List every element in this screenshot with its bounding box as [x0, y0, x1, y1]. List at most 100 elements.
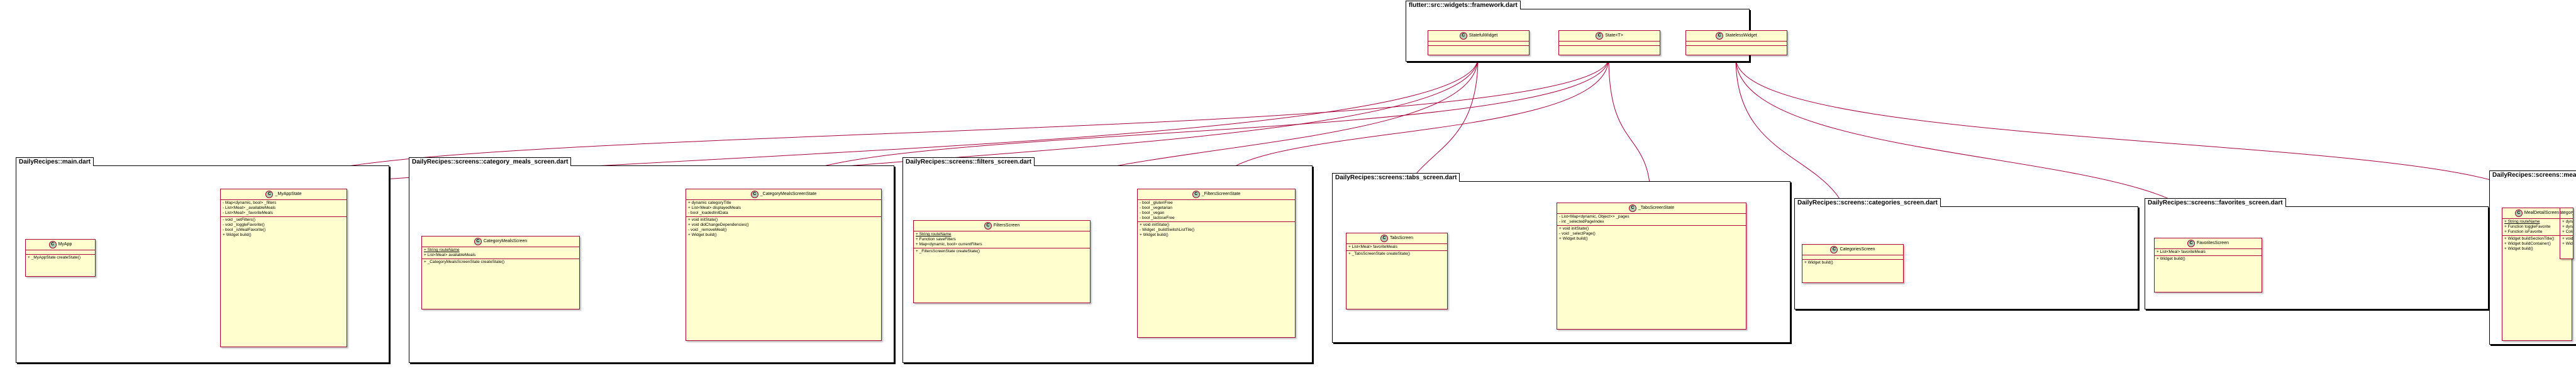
method: + Widget build() [1804, 260, 1833, 265]
methods-section: + void initState()+ void didChangeDepend… [686, 217, 881, 238]
method: + Widget buildContainer() [2504, 242, 2551, 246]
method: - void _setFilters() [223, 218, 256, 222]
package-title: DailyRecipes::screens::categories_screen… [1794, 198, 1941, 207]
method: + Widget build() [688, 233, 717, 237]
methods-section: + Widget buildSectionTitle()+ Widget bui… [2502, 236, 2572, 252]
class-name: TabsScreen [1390, 236, 1413, 240]
method: - void _selectPage() [1559, 231, 1596, 236]
class-header: C_CategoryMealsScreenState [686, 189, 881, 200]
method: + Widget build() [1140, 233, 1169, 237]
fields-section: + List<Meal> favoriteMeals [2155, 249, 2262, 256]
package-title: DailyRecipes::screens::filters_screen.da… [902, 157, 1035, 166]
fields-section: + String routeName+ Function saveFilters… [914, 231, 1090, 248]
method: + _MyAppState createState() [28, 255, 81, 260]
inheritance-line [1215, 57, 1609, 189]
method: + void initState() [688, 218, 718, 222]
class-icon: C [1192, 191, 1200, 198]
methods-section: - void _setFilters()- void _toggleFavori… [221, 217, 347, 238]
class-name: _MyAppState [275, 192, 302, 196]
methods-section: + void selectCategory()+ Widget build() [2560, 236, 2573, 247]
class-icon: C [1830, 246, 1838, 253]
class-icon: C [2187, 240, 2196, 247]
class-name: MyApp [58, 242, 72, 247]
method: + Widget build() [2562, 242, 2573, 246]
method: + void selectCategory() [2562, 237, 2573, 241]
method: + void initState() [1559, 226, 1589, 231]
class-name: CategoryMealsScreen [483, 239, 528, 243]
package-title: DailyRecipes::screens::tabs_screen.dart [1332, 173, 1460, 182]
field: + Function saveFilters [916, 237, 956, 242]
package-title: DailyRecipes::screens::meal_detail_scree… [2489, 170, 2576, 179]
class-filtersscreenstate[interactable]: C_FiltersScreenState- bool _glutenFree- … [1137, 189, 1296, 338]
fields-section: - List<Map<dynamic, Object>> _pages- int… [1557, 214, 1746, 226]
class-categorymealsscreenstate[interactable]: C_CategoryMealsScreenState+ dynamic cate… [686, 189, 882, 341]
method: - Widget _buildSwitchListTile() [1140, 228, 1195, 232]
method: + Widget buildSectionTitle() [2504, 237, 2555, 241]
method: + _CategoryMealsScreenState createState(… [424, 260, 505, 264]
class-categoryitem[interactable]: CCategoryItem+ dynamic id+ dynamic title… [2560, 208, 2573, 259]
field: - List<Meal> _availableMeals [223, 206, 276, 210]
inheritance-line [1735, 57, 2537, 208]
methods-section: + Widget build() [2155, 256, 2262, 262]
class-icon: C [984, 222, 992, 230]
class-icon: C [2514, 209, 2523, 217]
class-name: StatelessWidget [1725, 33, 1757, 38]
package-title: flutter::src::widgets::framework.dart [1406, 1, 1521, 9]
field: - bool _vegetarian [1140, 206, 1173, 210]
method: + Widget build() [1559, 237, 1588, 241]
field: + List<Meal> availableMeals [424, 253, 476, 257]
class-myappstate[interactable]: C_MyAppState - Map<dynamic, bool> _filter… [220, 189, 347, 347]
fields-section [1802, 255, 1903, 260]
field: + List<Meal> displayedMeals [688, 206, 741, 210]
methods-section [1559, 46, 1660, 50]
class-name: StatefulWidget [1468, 33, 1498, 38]
method: + _TabsScreenState createState() [1348, 252, 1411, 256]
methods-section [1686, 46, 1787, 50]
class-name: FiltersScreen [993, 223, 1020, 228]
fields-section [1559, 42, 1660, 46]
method: + void initState() [1140, 223, 1170, 227]
fields-section [1686, 42, 1787, 46]
fields-section [26, 250, 95, 255]
class-tabsscreenstate[interactable]: C_TabsScreenState- List<Map<dynamic, Obj… [1557, 203, 1746, 330]
field: - bool _glutenFree [1140, 201, 1173, 205]
class-header: C_TabsScreenState [1557, 203, 1746, 214]
methods-section: + void initState()- Widget _buildSwitchL… [1138, 222, 1295, 238]
field: + Function toggleFavorite [2504, 225, 2551, 229]
field: + dynamic id [2562, 220, 2573, 224]
class-icon: C [265, 191, 274, 198]
package-title: DailyRecipes::main.dart [16, 157, 94, 166]
fields-section: - bool _glutenFree- bool _vegetarian- bo… [1138, 200, 1295, 222]
fields-section: + String routeName+ Function toggleFavor… [2502, 219, 2572, 236]
class-name: _TabsScreenState [1638, 206, 1675, 210]
field: + String routeName [424, 248, 460, 252]
field: - bool _loadedInitData [688, 211, 728, 215]
package-title: DailyRecipes::screens::favorites_screen.… [2145, 198, 2286, 207]
field: - List<Map<dynamic, Object>> _pages [1559, 214, 1629, 219]
class-icon: C [1596, 32, 1604, 40]
field: - Map<dynamic, bool> _filters [223, 201, 277, 205]
fields-section: + List<Meal> favoriteMeals [1346, 244, 1447, 251]
method: + Widget build() [2504, 247, 2533, 251]
method: + _FiltersScreenState createState() [916, 249, 980, 253]
class-header: CCategoryItem [2560, 208, 2573, 219]
class-name: MealDetailScreen [2524, 211, 2560, 215]
inheritance-line [782, 57, 1609, 189]
class-icon: C [474, 238, 482, 245]
field: + Function isFavorite [2504, 230, 2543, 234]
methods-section [1428, 46, 1529, 50]
class-icon: C [1716, 32, 1724, 40]
